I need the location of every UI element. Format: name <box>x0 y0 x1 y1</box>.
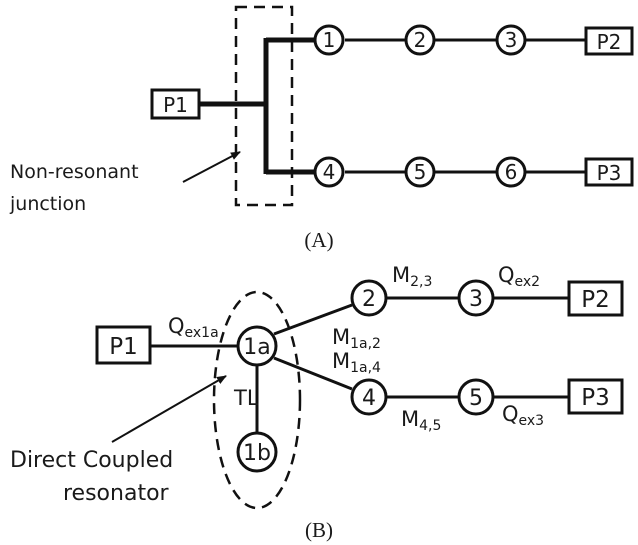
resonator-node-1 <box>313 24 345 56</box>
label-m1a4-sub: 1a,4 <box>350 360 381 376</box>
caption-b: (B) <box>305 518 333 542</box>
label-m23-sub: 2,3 <box>410 274 432 290</box>
junction-dashed-box <box>234 5 294 207</box>
label-q-ex1a: Qex1a <box>168 314 219 341</box>
resonator-node-1b <box>236 431 278 473</box>
label-m1a2-sub: 1a,2 <box>350 336 381 352</box>
diagram-a: P1 P2 P3 1 2 3 4 5 6 Non-resonant juncti… <box>9 5 634 252</box>
resonator-node-1a <box>236 325 278 367</box>
resonator-node-2 <box>404 24 436 56</box>
port-p2-b-label: P2 <box>581 287 610 313</box>
resonator-node-4b <box>350 378 388 416</box>
resonator-node-3b-label: 3 <box>469 287 483 312</box>
1a-to-4-line <box>273 356 353 391</box>
resonator-node-1b-label: 1b <box>243 441 271 466</box>
port-p3-a-label: P3 <box>597 161 622 185</box>
label-m1a4-main: M <box>332 349 350 373</box>
label-m1a2-main: M <box>332 325 350 349</box>
annotation-direct-coupled: Direct Coupled <box>10 448 173 473</box>
direct-coupled-dashed-ellipse <box>212 290 302 510</box>
label-m45: M4,5 <box>401 407 441 434</box>
label-tl: TL <box>233 386 259 410</box>
annotation-arrow-a <box>182 151 241 183</box>
resonator-node-4 <box>313 156 345 188</box>
port-p2-a-label: P2 <box>597 30 622 54</box>
resonator-node-3-label: 3 <box>505 28 518 52</box>
port-p3-b <box>567 378 624 415</box>
resonator-node-3b <box>457 279 495 317</box>
annotation-junction: junction <box>9 193 86 215</box>
port-p2-b <box>567 280 624 317</box>
annotation-resonator: resonator <box>63 481 170 506</box>
label-m23: M2,3 <box>392 263 432 290</box>
port-p1-b <box>95 325 152 365</box>
resonator-node-5 <box>404 156 436 188</box>
resonator-node-6 <box>495 156 527 188</box>
label-q-ex3: Qex3 <box>502 402 544 429</box>
resonator-node-4b-label: 4 <box>362 386 376 411</box>
port-p1-a <box>150 88 201 120</box>
port-p3-b-label: P3 <box>581 385 610 411</box>
label-m1a2: M1a,2 <box>332 325 381 352</box>
resonator-node-3 <box>495 24 527 56</box>
resonator-node-1-label: 1 <box>323 28 336 52</box>
label-m45-main: M <box>401 407 419 431</box>
resonator-node-5b-label: 5 <box>469 386 483 411</box>
label-q-ex2-main: Q <box>498 263 515 287</box>
diagram-b: P1 P2 P3 1a 1b 2 3 4 5 Qex1a M2,3 Qex2 M… <box>10 263 624 542</box>
label-m23-main: M <box>392 263 410 287</box>
label-q-ex3-main: Q <box>502 402 519 426</box>
resonator-node-2-label: 2 <box>414 28 427 52</box>
resonator-node-4-label: 4 <box>323 160 336 184</box>
label-q-ex2-sub: ex2 <box>515 274 541 290</box>
port-p1-a-label: P1 <box>163 93 188 117</box>
label-m45-sub: 4,5 <box>419 418 441 434</box>
port-p2-a <box>584 26 634 56</box>
resonator-node-6-label: 6 <box>505 160 518 184</box>
resonator-node-2b-label: 2 <box>362 287 376 312</box>
label-q-ex1a-main: Q <box>168 314 185 338</box>
resonator-node-5b <box>457 378 495 416</box>
label-q-ex2: Qex2 <box>498 263 540 290</box>
1a-to-2-line <box>273 303 353 336</box>
resonator-node-2b <box>350 279 388 317</box>
annotation-arrow-b <box>111 375 227 443</box>
label-m1a4: M1a,4 <box>332 349 381 376</box>
resonator-node-5-label: 5 <box>414 160 427 184</box>
port-p3-a <box>584 157 634 187</box>
caption-a: (A) <box>304 228 333 252</box>
label-q-ex1a-sub: ex1a <box>185 325 219 341</box>
resonator-node-1a-label: 1a <box>243 335 270 360</box>
label-q-ex3-sub: ex3 <box>519 413 545 429</box>
annotation-non-resonant: Non-resonant <box>10 161 139 183</box>
port-p1-b-label: P1 <box>109 334 138 360</box>
